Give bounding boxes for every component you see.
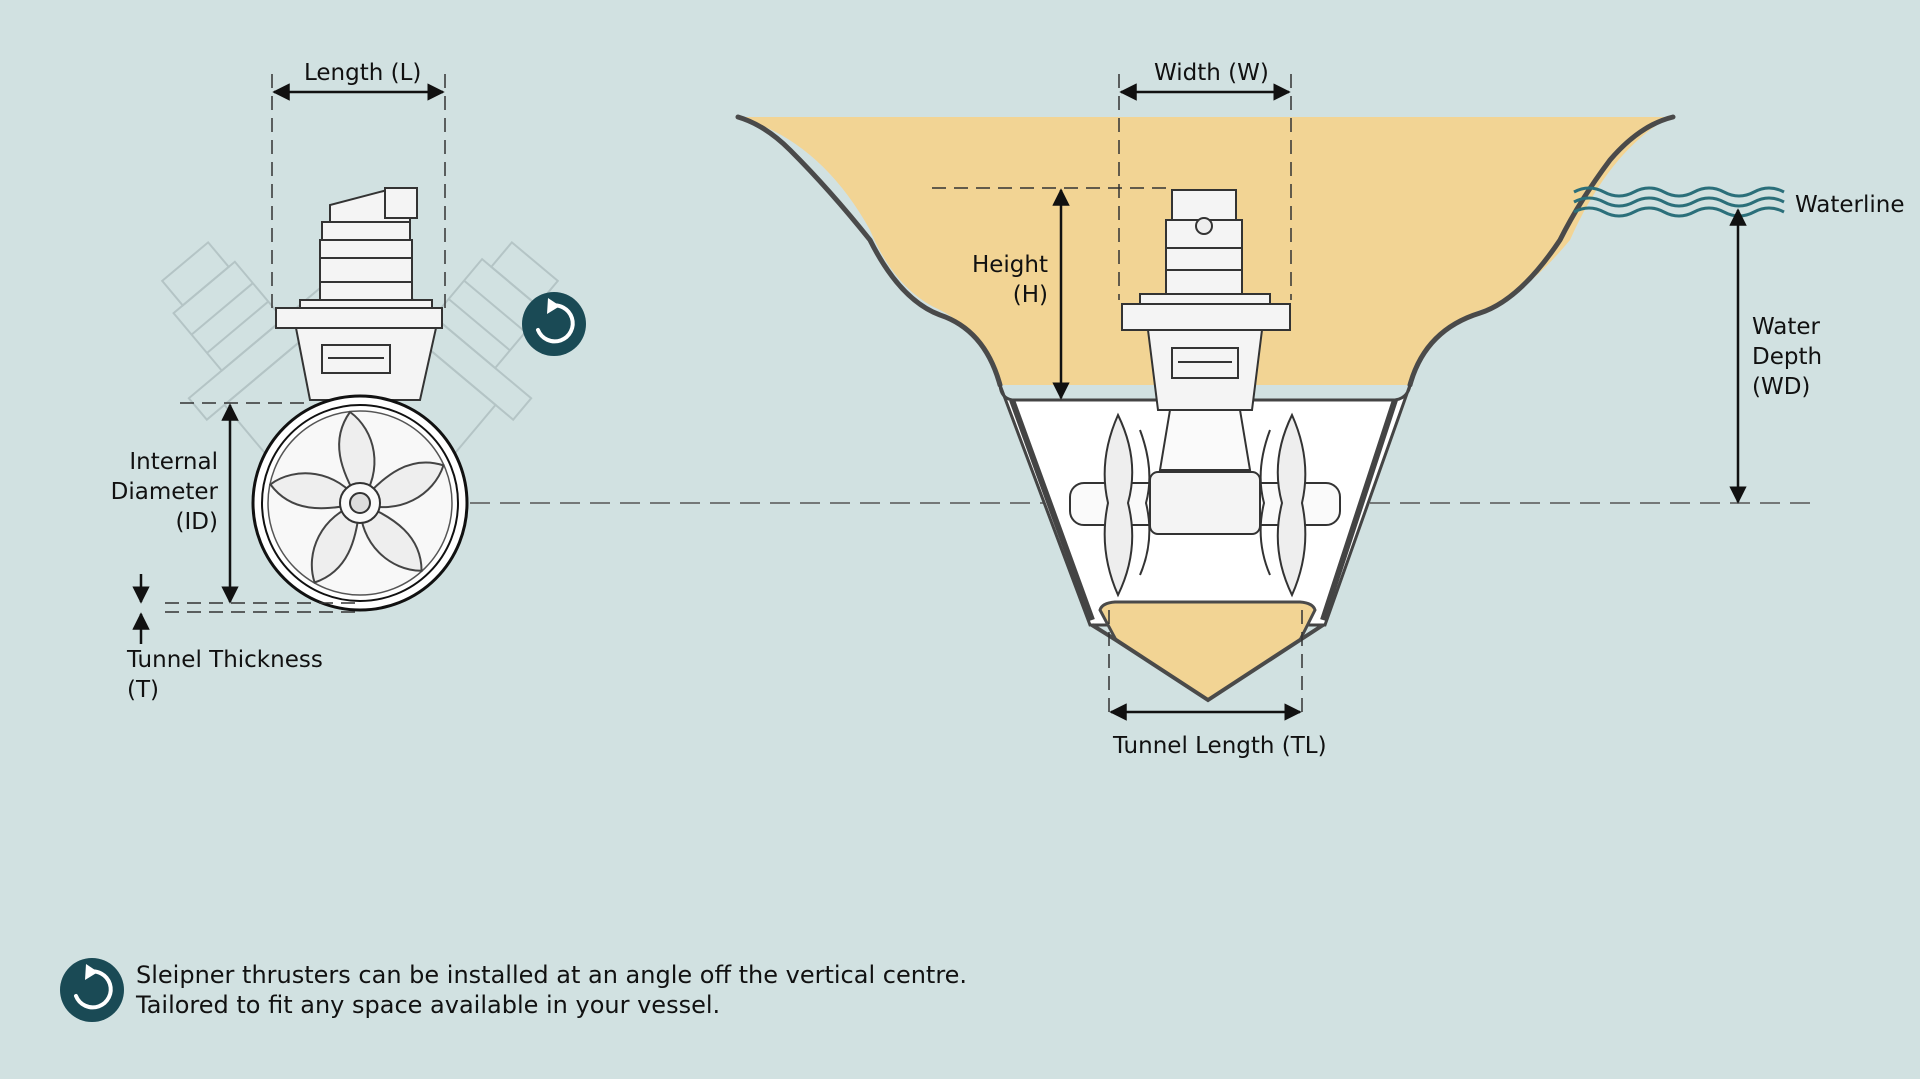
- tunnel-thickness-label: Tunnel Thickness (T): [127, 647, 323, 703]
- footer-note: Sleipner thrusters can be installed at a…: [136, 960, 967, 1020]
- footer-note-line1: Sleipner thrusters can be installed at a…: [136, 961, 968, 989]
- rotate-icon-footer: [60, 958, 124, 1022]
- right-dimensions: [932, 74, 1747, 721]
- height-label: Height (H): [971, 252, 1048, 308]
- hull-keel: [1098, 600, 1317, 702]
- tunnel-front-view: [251, 394, 469, 612]
- tunnel-length-label: Tunnel Length (TL): [1113, 733, 1327, 759]
- internal-diameter-label: Internal Diameter (ID): [110, 449, 218, 535]
- waterline-label: Waterline: [1795, 192, 1905, 218]
- hull-cross-section: [735, 114, 1676, 703]
- rotate-icon: [522, 292, 586, 356]
- footer-note-line2: Tailored to fit any space available in y…: [136, 991, 721, 1019]
- thruster-in-hull: [1069, 189, 1341, 598]
- length-label: Length (L): [304, 60, 422, 86]
- left-dimensions: [132, 74, 446, 644]
- propeller-blades: [268, 410, 445, 584]
- side-view-thruster: [160, 187, 586, 612]
- width-label: Width (W): [1154, 60, 1269, 86]
- water-depth-label: Water Depth (WD): [1752, 314, 1823, 400]
- waterline-waves: [1573, 186, 1785, 218]
- motor-vertical: [275, 187, 443, 401]
